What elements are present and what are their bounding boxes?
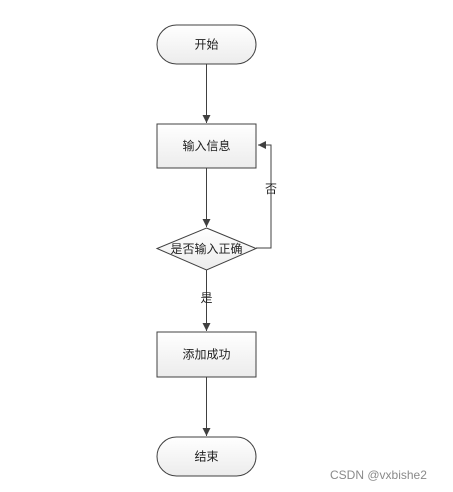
watermark-text: CSDN @vxbishe2 <box>330 468 427 482</box>
input-info-node: 输入信息 <box>156 123 257 169</box>
flow-edges <box>202 64 272 436</box>
start-node-label: 开始 <box>194 38 218 52</box>
end-node: 结束 <box>156 436 257 477</box>
edge-label-yes: 是 <box>200 291 212 305</box>
start-node: 开始 <box>156 24 257 65</box>
check-input-decision-label: 是否输入正确 <box>170 241 242 256</box>
end-node-label: 结束 <box>194 450 218 464</box>
edge-label-no: 否 <box>265 182 277 196</box>
edge-check-no-to-input <box>256 141 272 249</box>
check-input-decision-node: 是否输入正确 <box>155 227 258 271</box>
add-success-node-label: 添加成功 <box>182 348 230 362</box>
add-success-node: 添加成功 <box>156 331 257 378</box>
input-info-node-label: 输入信息 <box>182 138 230 153</box>
